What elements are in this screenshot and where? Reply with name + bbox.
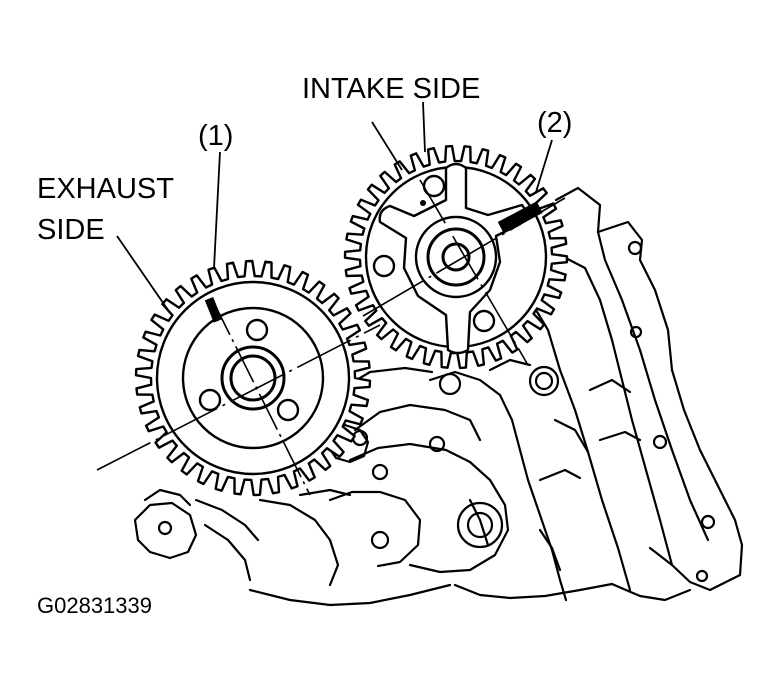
leader-mark-1 (213, 151, 221, 269)
intake-sprocket-hole (372, 254, 396, 278)
exhaust-label-line1: EXHAUST (37, 173, 174, 205)
figure-code: G02831339 (37, 593, 152, 618)
exhaust-sprocket-hole (198, 388, 222, 412)
exhaust-sprocket-rim (155, 280, 351, 476)
exhaust-sprocket-hole (245, 318, 269, 342)
leader-mark-2 (535, 139, 553, 193)
exhaust-sprocket-hub-ring (181, 306, 325, 450)
intake-sprocket-hole (472, 309, 496, 333)
intake-camshaft-inner-bore (441, 242, 471, 272)
intake-reference-dot (420, 200, 426, 206)
leader-exhaust-side (116, 235, 169, 311)
intake-camshaft-bore (426, 227, 486, 287)
mark-2-label: (2) (537, 107, 572, 139)
intake-timing-mark (497, 201, 543, 234)
intake-sprocket-hub-ring (414, 215, 498, 299)
intake-side-label: INTAKE SIDE (302, 73, 480, 105)
intake-vtc-vane (378, 162, 527, 355)
exhaust-sprocket-teeth (134, 259, 372, 497)
exhaust-camshaft-sprocket (96, 259, 381, 497)
exhaust-camshaft-bore (220, 345, 286, 411)
mark-1-label: (1) (198, 120, 233, 152)
exhaust-sprocket-hole (276, 398, 300, 422)
leader-intake-side-2 (422, 101, 426, 153)
cylinder-head-outline (133, 186, 744, 607)
leader-lines (116, 101, 553, 311)
block-bolt-holes (157, 240, 716, 583)
exhaust-timing-mark (204, 297, 223, 323)
intake-camshaft-sprocket (343, 144, 569, 370)
leader-intake-side-1 (371, 121, 403, 171)
exhaust-label-line2: SIDE (37, 214, 105, 246)
